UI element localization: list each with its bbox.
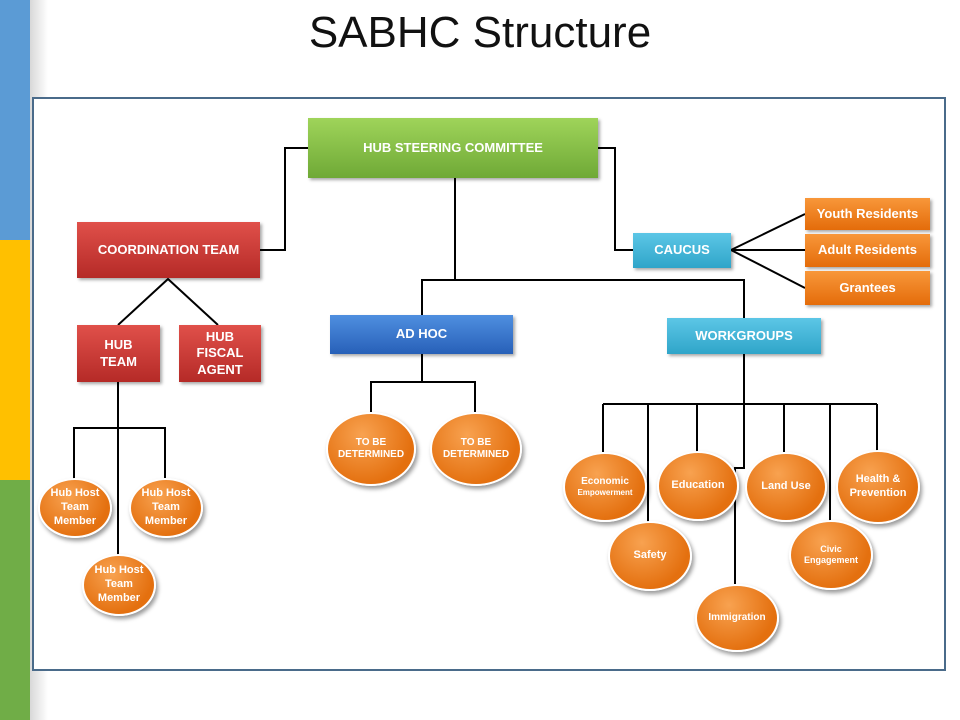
node-label: Team <box>105 578 133 591</box>
node-label: Engagement <box>803 555 858 565</box>
node-hub-team: HUB TEAM <box>77 325 160 382</box>
node-label: TEAM <box>100 353 137 369</box>
node-label: Member <box>97 591 141 604</box>
node-label: DETERMINED <box>442 449 510 460</box>
connector-steering-caucus <box>598 147 633 251</box>
node-label: Prevention <box>849 487 907 499</box>
node-economic-empowerment: Economic Empowerment <box>563 452 647 522</box>
node-label: AGENT <box>197 361 243 377</box>
node-hub-steering-committee: HUB STEERING COMMITTEE <box>308 118 598 178</box>
node-hub-host-member-3: Hub Host Team Member <box>82 554 156 616</box>
node-workgroups: WORKGROUPS <box>667 318 821 354</box>
connector-steering-coordination <box>260 147 308 251</box>
node-civic-engagement: Civic Engagement <box>789 520 873 590</box>
accent-stripe-yellow <box>0 240 30 480</box>
node-grantees: Grantees <box>805 271 930 305</box>
node-label: Education <box>671 479 725 492</box>
node-label: Team <box>61 501 89 514</box>
connector-caucus-youth <box>730 213 806 251</box>
node-label: COORDINATION TEAM <box>97 241 240 257</box>
node-label: Member <box>53 514 97 527</box>
node-label: Land Use <box>761 480 811 493</box>
node-label: Safety <box>633 549 667 562</box>
slide-title: SABHC Structure <box>308 8 652 57</box>
node-label: Health & <box>855 473 901 486</box>
node-label: Team <box>152 501 180 514</box>
node-immigration: Immigration <box>695 584 779 652</box>
node-label: HUB STEERING COMMITTEE <box>363 139 543 155</box>
node-label: AD HOC <box>395 326 448 342</box>
node-label: Economic <box>581 475 629 487</box>
node-tbd-2: TO BE DETERMINED <box>430 412 522 486</box>
connector-adhoc-tbd <box>370 354 423 412</box>
connector-adhoc-tbd2 <box>422 381 476 412</box>
node-label: FISCAL <box>196 345 244 361</box>
accent-stripe-blue <box>0 0 30 240</box>
node-education: Education <box>657 451 739 521</box>
node-hub-host-member-2: Hub Host Team Member <box>129 478 203 538</box>
connector-wg-immigration <box>734 404 745 584</box>
node-health-prevention: Health & Prevention <box>836 450 920 524</box>
node-label: CAUCUS <box>654 242 710 258</box>
node-label: Hub Host <box>94 564 144 577</box>
node-caucus: CAUCUS <box>633 233 731 268</box>
node-label: HUB <box>205 329 235 345</box>
connector-adhoc-workgroups-bar <box>421 279 745 318</box>
connector-caucus-grantees <box>730 249 806 289</box>
node-safety: Safety <box>608 521 692 591</box>
node-adult-residents: Adult Residents <box>805 234 930 267</box>
node-label: Hub Host <box>141 487 191 500</box>
node-label: Adult Residents <box>818 242 917 258</box>
org-chart-frame <box>32 97 946 671</box>
node-label: Grantees <box>839 279 896 295</box>
node-label: Member <box>144 514 188 527</box>
node-label: TO BE <box>460 436 492 448</box>
node-tbd-1: TO BE DETERMINED <box>326 412 416 486</box>
node-label: Hub Host <box>50 487 100 500</box>
node-label: HUB <box>104 337 133 353</box>
connector-coordination-hubs <box>117 277 219 326</box>
node-label: Immigration <box>708 611 766 623</box>
node-label: Empowerment <box>577 488 633 498</box>
node-hub-fiscal-agent: HUB FISCAL AGENT <box>179 325 261 382</box>
node-label: Youth Residents <box>816 205 919 221</box>
node-label: TO BE <box>355 436 387 448</box>
node-label: WORKGROUPS <box>695 327 793 343</box>
node-label: Civic <box>820 543 842 554</box>
node-ad-hoc: AD HOC <box>330 315 513 354</box>
node-youth-residents: Youth Residents <box>805 198 930 230</box>
accent-stripe-green <box>0 480 30 720</box>
node-hub-host-member-1: Hub Host Team Member <box>38 478 112 538</box>
node-label: DETERMINED <box>337 449 405 460</box>
node-land-use: Land Use <box>745 452 827 522</box>
connector-hosts-bar <box>73 427 166 485</box>
node-coordination-team: COORDINATION TEAM <box>77 222 260 278</box>
